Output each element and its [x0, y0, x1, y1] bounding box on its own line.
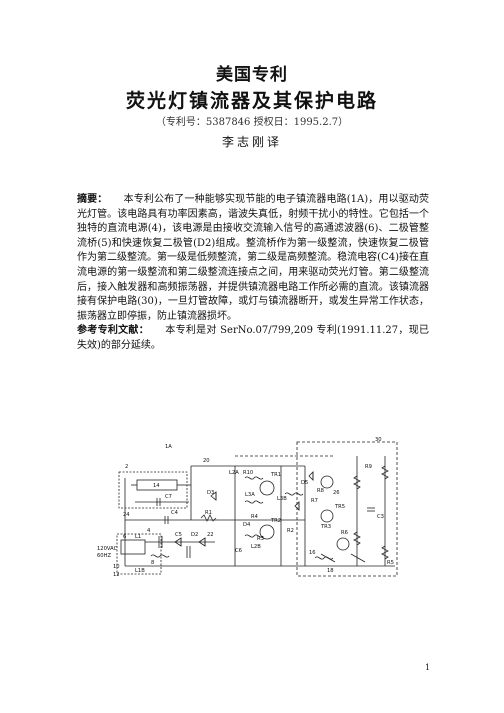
label-30: 30 — [375, 437, 382, 443]
label-d4: D4 — [243, 522, 251, 528]
label-c5: C5 — [175, 532, 182, 538]
abstract-paragraph: 摘要：本专利公布了一种能够实现节能的电子镇流器电路(1A)，用以驱动荧光灯管。该… — [77, 193, 429, 324]
label-26: 26 — [333, 490, 340, 496]
label-60hz: 60HZ — [97, 553, 112, 559]
label-d5: D5 — [301, 480, 308, 486]
references-paragraph: 参考专利文献：本专利是对 SerNo.07/799,209 专利(1991.11… — [77, 324, 429, 353]
label-c7: C7 — [165, 494, 172, 500]
label-24: 24 — [123, 512, 130, 518]
label-8: 8 — [151, 560, 154, 566]
label-r1: R1 — [205, 510, 212, 516]
label-r8: R8 — [317, 488, 324, 494]
label-22: 22 — [207, 532, 214, 538]
label-20: 20 — [203, 458, 210, 464]
label-d2: D2 — [191, 532, 198, 538]
label-l1b: L1B — [135, 568, 145, 574]
title-primary: 美国专利 — [216, 65, 288, 85]
label-c3: C3 — [377, 514, 384, 520]
label-18: 18 — [327, 568, 334, 574]
label-1a: 1A — [165, 444, 172, 450]
label-r2: R2 — [287, 528, 294, 534]
label-r9: R9 — [365, 464, 372, 470]
label-tr2: TR2 — [270, 518, 281, 524]
label-c4: C4 — [171, 510, 179, 516]
abstract-text: 本专利公布了一种能够实现节能的电子镇流器电路(1A)，用以驱动荧光灯管。该电路具… — [77, 194, 430, 322]
label-4: 4 — [147, 528, 151, 534]
author-line: 李志刚译 — [221, 135, 282, 149]
label-tr1: TR1 — [270, 472, 281, 478]
label-d3: D3 — [207, 490, 214, 496]
label-r4: R4 — [251, 514, 259, 520]
label-l3b: L3B — [277, 496, 287, 502]
label-10: 10 — [113, 564, 120, 570]
body-text: 摘要：本专利公布了一种能够实现节能的电子镇流器电路(1A)，用以驱动荧光灯管。该… — [77, 193, 429, 354]
page-number: 1 — [425, 663, 431, 672]
label-12: 12 — [113, 572, 120, 578]
circuit-diagram: 1A 30 2 14 C7 24 C4 R1 20 D3 L2A R10 TR1… — [97, 437, 398, 578]
label-2: 2 — [125, 464, 128, 470]
label-16: 16 — [309, 550, 316, 556]
label-120vac: 120VAC — [97, 546, 118, 552]
label-l2a: L2A — [229, 470, 239, 476]
diagram-labels: 1A 30 2 14 C7 24 C4 R1 20 D3 L2A R10 TR1… — [97, 437, 394, 578]
abstract-label: 摘要： — [77, 194, 108, 205]
title-secondary: 荧光灯镇流器及其保护电路 — [125, 90, 378, 112]
references-text: 本专利是对 SerNo.07/799,209 专利(1991.11.27，现已失… — [77, 325, 429, 351]
label-l2b: L2B — [251, 544, 261, 550]
label-tr3: TR3 — [320, 524, 331, 530]
label-14: 14 — [153, 483, 160, 489]
label-l1: L1 — [135, 534, 141, 540]
label-tr5: TR5 — [334, 504, 345, 510]
label-l3a: L3A — [245, 492, 255, 498]
label-r5: R5 — [387, 560, 394, 566]
label-r10: R10 — [243, 470, 253, 476]
label-6: 6 — [123, 534, 126, 540]
label-c6: C6 — [235, 548, 242, 554]
label-r7: R7 — [311, 498, 318, 504]
label-r6: R6 — [341, 530, 348, 536]
references-label: 参考专利文献： — [77, 325, 149, 337]
label-r3: R3 — [257, 536, 264, 542]
patent-meta: （专利号：5387846 授权日：1995.2.7） — [155, 117, 349, 128]
